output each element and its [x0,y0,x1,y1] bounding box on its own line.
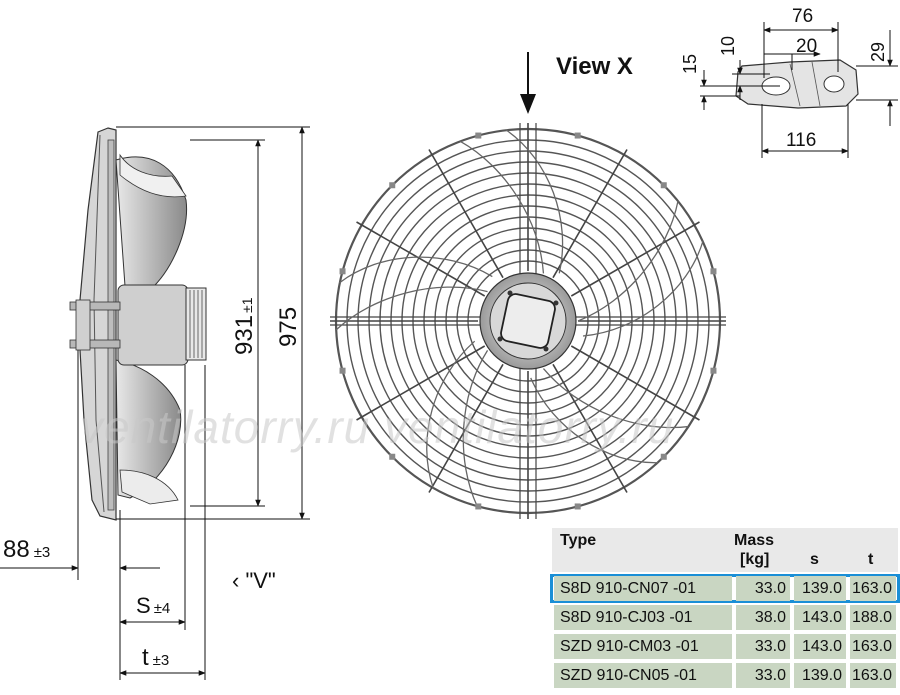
dim-t: t±3 [142,644,169,671]
header-t: t [868,551,874,568]
cell-mass: 33.0 [736,663,790,688]
cell-s: 143.0 [794,605,846,630]
cell-s: 139.0 [794,576,846,601]
mounting-bracket-detail-icon [735,59,859,109]
cell-s: 143.0 [794,634,846,659]
cell-type: SZD 910-CM03 -01 [554,634,732,659]
down-arrow-icon [520,52,536,114]
cell-t: 188.0 [850,605,896,630]
dim-931: 931±1 [231,297,258,355]
watermark: ventilatorry.ru ventilatorry.ru [80,401,675,453]
cell-type: SZD 910-CN05 -01 [554,663,732,688]
dim-s: S±4 [136,593,170,618]
header-type: Type [560,532,597,549]
dim-975: 975 [275,307,302,347]
cell-type: S8D 910-CN07 -01 [554,576,732,601]
dim-29: 29 [868,42,888,62]
cell-mass: 33.0 [736,634,790,659]
fan-side-profile-icon [69,127,207,521]
dim-10: 10 [718,36,738,56]
cell-t: 163.0 [850,576,896,601]
cell-t: 163.0 [850,663,896,688]
header-mass: Mass [734,532,775,549]
dim-88: 88±3 [3,536,50,563]
view-x-label: View X [556,53,633,80]
fan-guard-grille-icon [330,123,726,519]
table-header: Type Mass [kg] s t [552,528,898,572]
header-s: s [810,551,819,568]
cell-s: 139.0 [794,663,846,688]
dim-15: 15 [680,54,700,74]
bracket-dimensions [700,22,898,158]
view-v-label: ‹ "V" [232,568,276,593]
dim-116: 116 [786,130,816,151]
header-mass-unit: [kg] [740,551,770,568]
cell-mass: 33.0 [736,576,790,601]
cell-type: S8D 910-CJ03 -01 [554,605,732,630]
dim-20: 20 [796,36,817,57]
cell-mass: 38.0 [736,605,790,630]
dim-76: 76 [792,6,813,27]
cell-t: 163.0 [850,634,896,659]
side-dimensions [0,126,310,680]
